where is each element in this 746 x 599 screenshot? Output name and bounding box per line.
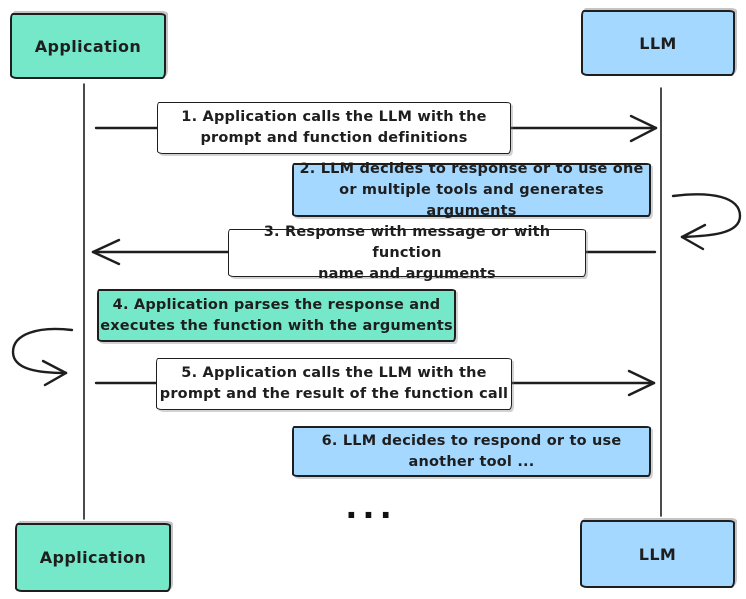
- message-3-line2: name and arguments: [318, 265, 496, 282]
- message-6-line1: 6. LLM decides to respond or to use: [321, 432, 622, 449]
- message-2-line2: or multiple tools and generates argument…: [339, 181, 604, 219]
- message-3-box: 3. Response with message or with functio…: [228, 224, 586, 282]
- message-1-line1: 1. Application calls the LLM with the: [181, 109, 487, 125]
- message-5-box: 5. Application calls the LLM with the pr…: [156, 358, 512, 410]
- actor-llm-bottom: LLM: [580, 520, 735, 588]
- message-3-line1: 3. Response with message or with functio…: [263, 223, 551, 261]
- message-1-box: 1. Application calls the LLM with the pr…: [157, 102, 511, 154]
- actor-label: LLM: [638, 544, 677, 564]
- actor-llm-top: LLM: [581, 10, 735, 76]
- message-5-line2: prompt and the result of the function ca…: [159, 386, 509, 402]
- application-self-loop-arrow-icon: [11, 327, 74, 387]
- message-5-line1: 5. Application calls the LLM with the: [181, 365, 487, 381]
- message-6-box: 6. LLM decides to respond or to use anot…: [292, 426, 651, 477]
- message-2-box: 2. LLM decides to response or to use one…: [292, 161, 651, 219]
- message-6-line2: another tool ...: [408, 453, 535, 470]
- message-1-line2: prompt and function definitions: [200, 130, 468, 146]
- actor-application-bottom: Application: [15, 523, 171, 592]
- actor-label: Application: [39, 548, 147, 567]
- message-4-line2: executes the function with the arguments: [100, 317, 453, 334]
- actor-application-top: Application: [10, 13, 166, 79]
- llm-self-loop-arrow-icon: [671, 193, 742, 251]
- continuation-ellipsis: ...: [345, 488, 397, 526]
- message-4-box: 4. Application parses the response and e…: [97, 289, 456, 342]
- message-4-line1: 4. Application parses the response and: [112, 296, 441, 313]
- actor-label: LLM: [639, 33, 677, 53]
- message-2-line1: 2. LLM decides to response or to use one: [299, 160, 644, 177]
- actor-label: Application: [34, 36, 142, 56]
